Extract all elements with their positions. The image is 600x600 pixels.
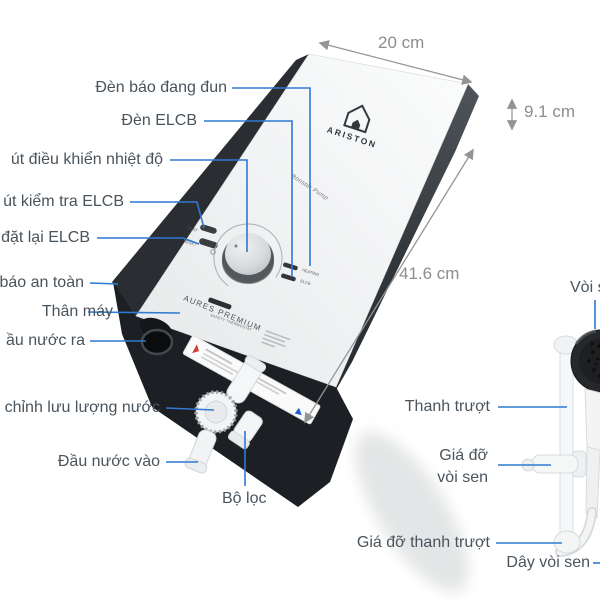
dimension-depth: 9.1 cm [524,102,576,121]
label-shower-hose: Dây vòi sen [506,554,590,571]
slide-bar [559,341,574,543]
line-elcb-test [130,201,205,229]
label-heating-indicator-light: Đèn báo đang đun [95,79,227,96]
label-shower-holder-line1: Giá đỡ [439,447,488,464]
water-outlet-hole [140,328,174,356]
reset-button [199,238,218,249]
label-slide-bar-holder: Giá đỡ thanh trượt [356,534,490,551]
label-flow-adjust-knob: chỉnh lưu lượng nước [4,399,160,416]
spec-text-lines [261,330,291,348]
width-arrow [318,40,473,85]
callout-lines [87,87,600,564]
label-temperature-control: út điều khiển nhiệt độ [10,151,163,168]
label-shower-holder: Giá đỡ vòi sen [437,445,488,489]
label-elcb-reset-button: đặt lại ELCB [1,229,90,246]
filter-body [227,410,263,450]
slide-bar-bottom-holder [553,530,581,554]
label-shower-head: Vòi sen [570,279,600,296]
label-water-inlet: Đầu nước vào [57,453,160,470]
line-flow-adjust [165,407,215,411]
device-left-edge [112,54,309,316]
shower-holder-bracket [521,450,587,478]
shower-handle [584,388,600,453]
dimension-height: 41.6 cm [399,264,460,283]
device-shadow [355,431,469,593]
line-elcb-light [204,120,293,277]
label-main-body: Thân máy [41,303,113,320]
brand-house-icon [343,104,371,134]
label-elcb-test-button: út kiểm tra ELCB [3,193,124,210]
shower-head-nozzles [587,342,600,378]
label-shower-holder-line2: vòi sen [437,469,488,486]
label-water-outlet: ầu nước ra [5,332,85,349]
label-filter: Bộ lọc [222,490,267,507]
elcb-light-bar [281,273,296,282]
shower-handle-lower [585,446,600,519]
label-slide-bar: Thanh trượt [404,398,490,415]
test-button-label: TEST [187,225,199,233]
height-arrow [304,148,474,424]
line-elcb-reset [97,237,200,245]
dimension-width: 20 cm [378,33,425,52]
shower-kit [521,329,600,557]
label-safety-indicator: báo an toàn [0,274,84,291]
line-temperature-control [170,159,248,252]
knob-min-mark [210,249,216,255]
line-safety [89,282,119,285]
label-elcb-light: Đèn ELCB [121,112,197,129]
temperature-knob [210,223,283,293]
reset-button-label: RESET [183,238,198,247]
dimension-arrows [304,40,518,424]
inlet-pipe [184,429,217,474]
line-main-body [87,311,181,314]
heating-light [283,262,298,271]
knob-top [225,233,271,275]
